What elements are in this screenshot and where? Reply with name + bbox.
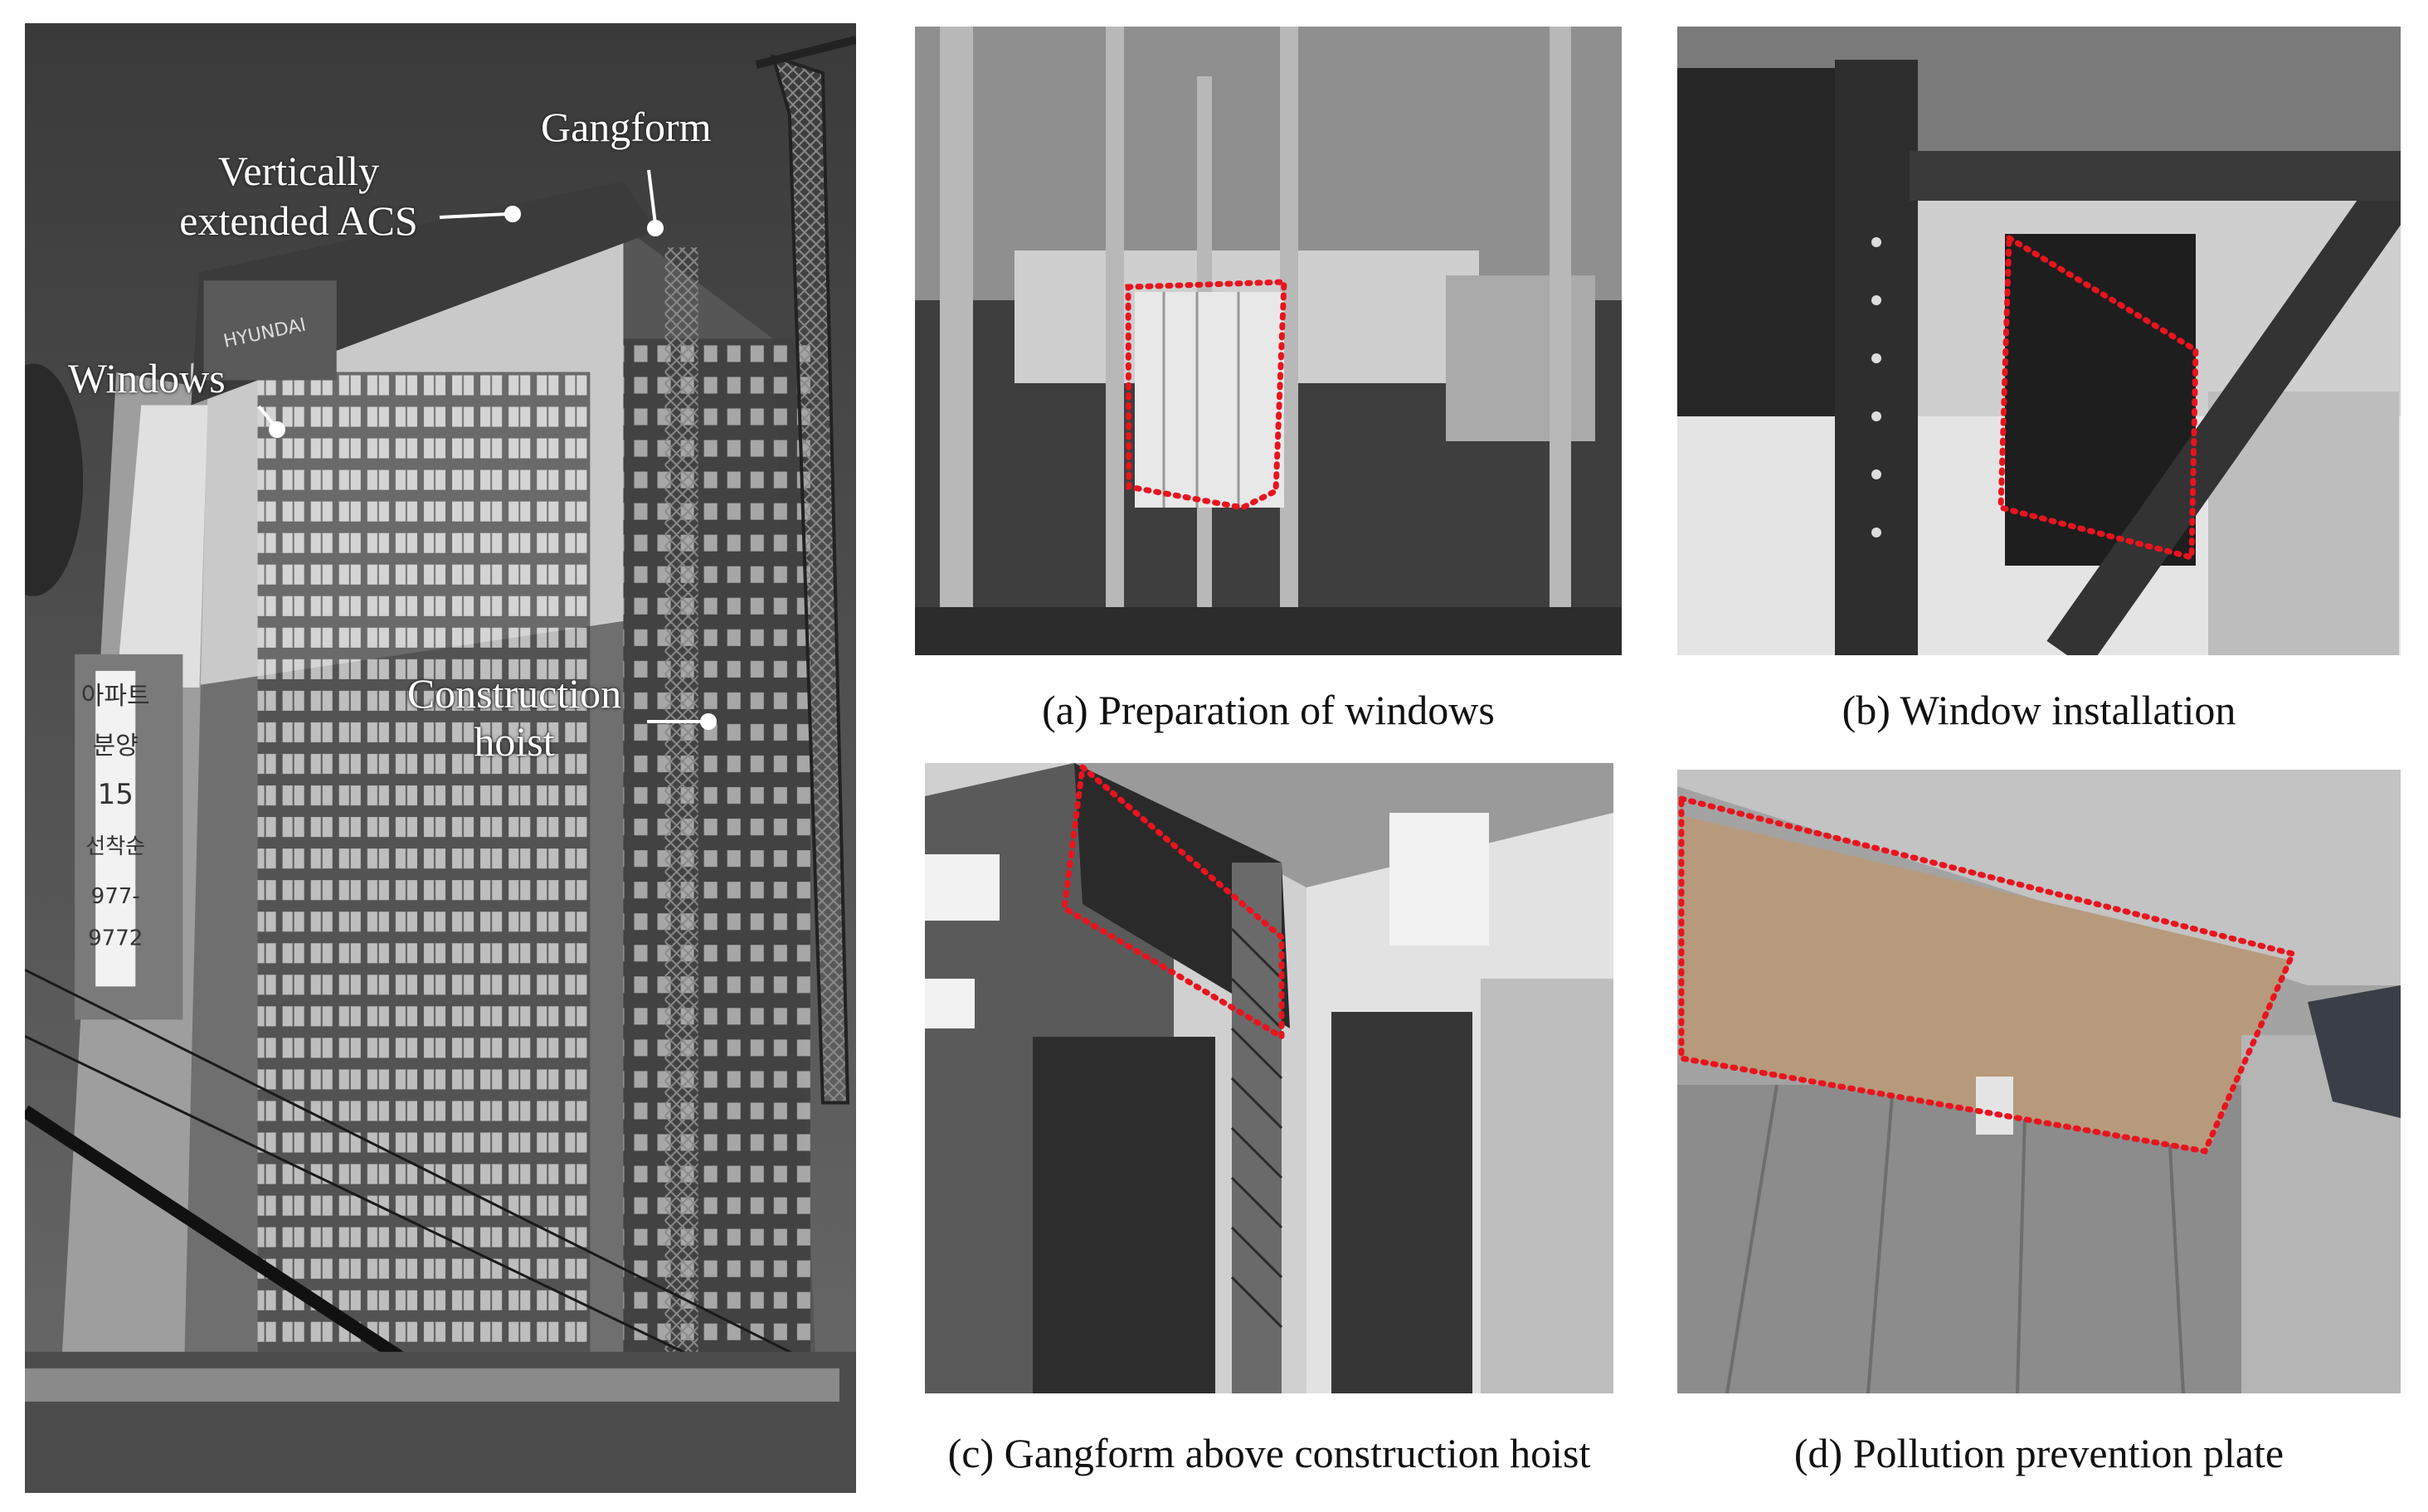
label-gangform: Gangform <box>541 104 712 150</box>
panel-b-drawing <box>1677 27 2401 655</box>
highlight-box-d <box>1678 795 2297 1155</box>
panel-c-drawing <box>925 763 1613 1393</box>
highlight-box-a <box>1125 279 1287 511</box>
label-acs-line2: extended ACS <box>179 197 418 244</box>
panel-c-photo <box>925 763 1613 1393</box>
sign-text-4: 선착순 <box>85 834 145 859</box>
label-acs-line1: Vertically <box>217 148 380 194</box>
sign-text-3: 15 <box>98 778 134 811</box>
caption-a: (a) Preparation of windows <box>1042 687 1495 733</box>
panel-a-drawing <box>915 27 1622 655</box>
highlight-box-c <box>1061 763 1285 1043</box>
panel-a-photo <box>915 27 1622 655</box>
panel-b-photo <box>1677 27 2401 655</box>
building-photo: 아파트 분양 15 선착순 977- 9772 HYUNDAI <box>25 23 856 1493</box>
sign-text-6: 9772 <box>88 926 143 950</box>
caption-c: (c) Gangform above construction hoist <box>947 1430 1591 1476</box>
sign-text-1: 아파트 <box>81 682 150 711</box>
sign-text-2: 분양 <box>93 732 139 761</box>
building-photo-drawing: 아파트 분양 15 선착순 977- 9772 HYUNDAI <box>25 23 856 1493</box>
label-hoist-line1: Construction <box>406 670 622 717</box>
highlight-box-b <box>1997 232 2199 562</box>
panel-d-photo <box>1677 770 2401 1393</box>
panel-d-drawing <box>1677 770 2401 1393</box>
caption-d: (d) Pollution prevention plate <box>1793 1430 2284 1476</box>
label-windows: Windows <box>68 355 226 401</box>
sign-text-5: 977- <box>91 884 140 909</box>
label-hoist-line2: hoist <box>474 718 555 765</box>
caption-b: (b) Window installation <box>1842 687 2236 733</box>
